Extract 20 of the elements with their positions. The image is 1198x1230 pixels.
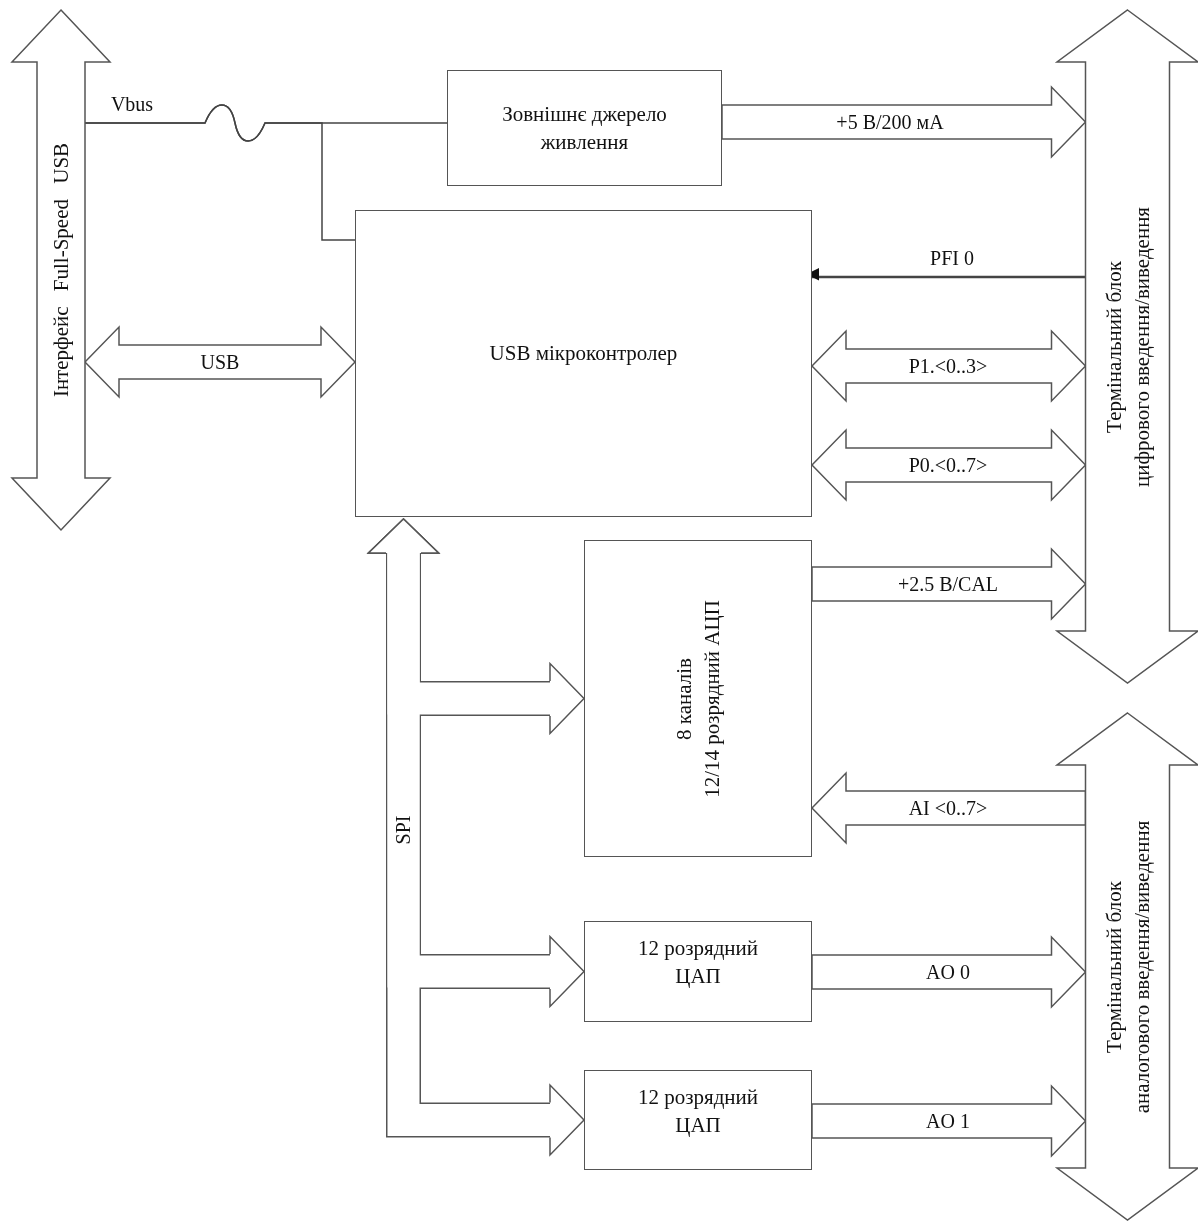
process-box — [447, 70, 722, 186]
bus-arrow — [1057, 10, 1198, 683]
node-label: Термінальний блок — [1100, 880, 1127, 1053]
process-box — [584, 540, 812, 857]
bus-arrow — [1057, 713, 1198, 1220]
node-label: Зовнішнє джерело живлення — [501, 100, 668, 156]
process-box — [584, 921, 812, 1022]
node-label: Термінальний блок — [1100, 260, 1127, 433]
node-label: 12 розрядний ЦАП — [636, 935, 760, 991]
bus-arrow — [12, 10, 110, 530]
process-box — [355, 210, 812, 517]
node-label: 8 каналів — [670, 657, 697, 740]
node-label: цифрового введення/виведення — [1128, 206, 1155, 487]
node-label: 12/14 розрядний АЦП — [699, 599, 725, 798]
process-box — [584, 1070, 812, 1170]
node-label: 12 розрядний ЦАП — [636, 1084, 760, 1140]
node-label: USB мікроконтролер — [489, 340, 678, 367]
node-label: Інтерфейс Full-Speed USB — [47, 142, 74, 398]
node-label: аналогового введення/виведення — [1128, 820, 1155, 1113]
block-arrow — [83, 325, 357, 399]
